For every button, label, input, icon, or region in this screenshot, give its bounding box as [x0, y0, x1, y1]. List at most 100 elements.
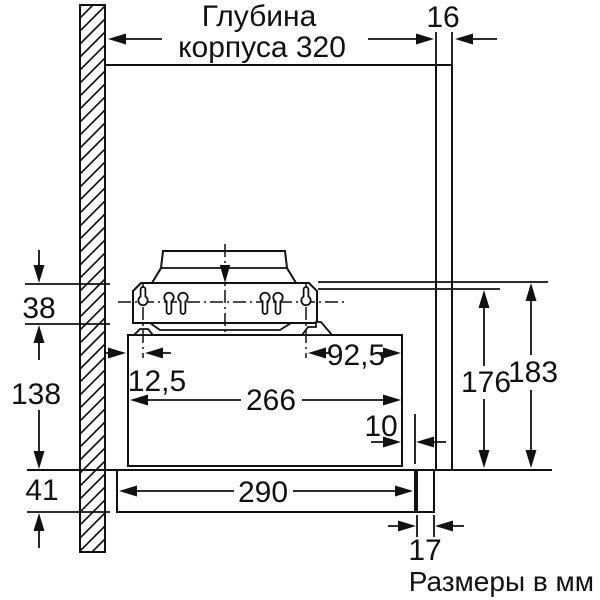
dim-290-left-arrow [119, 485, 137, 497]
keyhole-pair1-a [163, 291, 175, 315]
keyhole-pair1-b [177, 291, 189, 315]
dim-17: 17 [388, 515, 464, 567]
hatch-line [79, 122, 106, 149]
wall-border [79, 4, 106, 553]
dim-10-label: 10 [364, 410, 397, 443]
dim-183-up-arrow [525, 283, 537, 301]
hatch-line [79, 109, 106, 136]
hatch-line [79, 434, 106, 461]
hatch-line [79, 252, 106, 279]
hatch-line [79, 161, 106, 188]
dim-16: 16 [426, 1, 497, 45]
dim-10: 10 [364, 410, 446, 464]
hatch-line [79, 304, 106, 331]
dim-16-arrow [455, 33, 473, 45]
hatch-line [79, 239, 106, 266]
cabinet [105, 32, 453, 471]
dim-176-label: 176 [461, 366, 511, 399]
dim-92-5-left-arrow [308, 347, 326, 359]
dim-92-5-right-arrow [383, 347, 401, 359]
dim-92-5: 92,5 [308, 339, 401, 372]
hatch-line [79, 408, 106, 435]
hatch-line [79, 512, 106, 539]
hatch-line [79, 70, 106, 97]
hatch-line [79, 5, 106, 32]
hatch-line [79, 460, 106, 487]
keyhole-pair2-b [272, 291, 284, 315]
dim-266-right-arrow [383, 394, 401, 406]
mounting-rail [131, 282, 334, 336]
front-strip [416, 469, 435, 513]
hatch-line [79, 369, 106, 396]
hatch-line [79, 18, 106, 45]
units-note: Размеры в мм [409, 566, 594, 597]
dim-183-label: 183 [508, 356, 558, 389]
dim-17-label: 17 [408, 534, 441, 567]
dim-cabinet-depth-320: Глубина корпуса 320 [108, 0, 434, 64]
title-line1: Глубина [202, 0, 317, 33]
hatch-line [79, 265, 106, 292]
dim-12-5-right-pointing-arrow [108, 347, 126, 359]
dim-138-label: 138 [11, 378, 61, 411]
dim-38-up-arrow [33, 325, 45, 343]
panel-extension-lines [435, 32, 453, 65]
dim-12-5-label: 12,5 [128, 365, 186, 398]
dim-16-label: 16 [426, 1, 459, 34]
hatch-line [79, 135, 106, 162]
dim-10-left-pointing-arrow [416, 436, 434, 448]
hatch-line [79, 486, 106, 513]
hatch-line [91, 538, 106, 553]
hatch-line [79, 83, 106, 110]
dim-17-right-pointing-arrow [398, 520, 416, 532]
cabinet-front-panel [435, 64, 453, 471]
dim-17-left-pointing-arrow [435, 520, 453, 532]
keyhole-right-edge [300, 286, 312, 307]
dim-12-5-left-pointing-arrow [145, 347, 163, 359]
hatch-line [79, 4, 94, 19]
dim-183: 183 [508, 283, 558, 468]
hatch-line [79, 291, 106, 318]
dim-290-label: 290 [238, 476, 288, 509]
dim-41-up-arrow [33, 513, 45, 531]
hatch-line [79, 187, 106, 214]
dim-176-down-arrow [478, 450, 490, 468]
hatch-line [79, 525, 106, 552]
hatch-line [79, 57, 106, 84]
hatch-line [79, 148, 106, 175]
rail-tray [149, 322, 292, 331]
hatch-line [79, 44, 106, 71]
rail-right-bracket [300, 321, 334, 336]
hatch-line [79, 213, 106, 240]
hatch-line [79, 395, 106, 422]
dim-266-left-arrow [130, 394, 148, 406]
hatch-line [79, 174, 106, 201]
dim-290-right-arrow [395, 485, 413, 497]
dim-92-5-label: 92,5 [327, 339, 385, 372]
dim-38-down-arrow [33, 265, 45, 283]
dim-266: 266 [130, 384, 401, 417]
hatch-line [79, 226, 106, 253]
hatch-line [79, 447, 106, 474]
hatch-line [79, 473, 106, 500]
dim-38: 38 [22, 250, 56, 360]
keyhole-pair2-a [259, 291, 271, 315]
dim-17-lines [388, 515, 464, 537]
dim-12-5: 12,5 [105, 347, 186, 398]
keyhole-slots [137, 286, 312, 315]
dim-41: 41 [25, 474, 59, 548]
dim-266-label: 266 [246, 384, 296, 417]
hatch-line [79, 343, 106, 370]
dim-290: 290 [119, 476, 413, 509]
dim-320-left-arrow [108, 33, 126, 45]
hatch-line [79, 382, 106, 409]
dim-183-down-arrow [525, 450, 537, 468]
dim-176: 176 [461, 290, 511, 468]
hatch-line [79, 421, 106, 448]
dim-38-label: 38 [22, 292, 55, 325]
dim-10-shafts [371, 414, 446, 464]
hatch-line [79, 317, 106, 344]
wall [79, 4, 106, 553]
hatch-line [79, 330, 106, 357]
